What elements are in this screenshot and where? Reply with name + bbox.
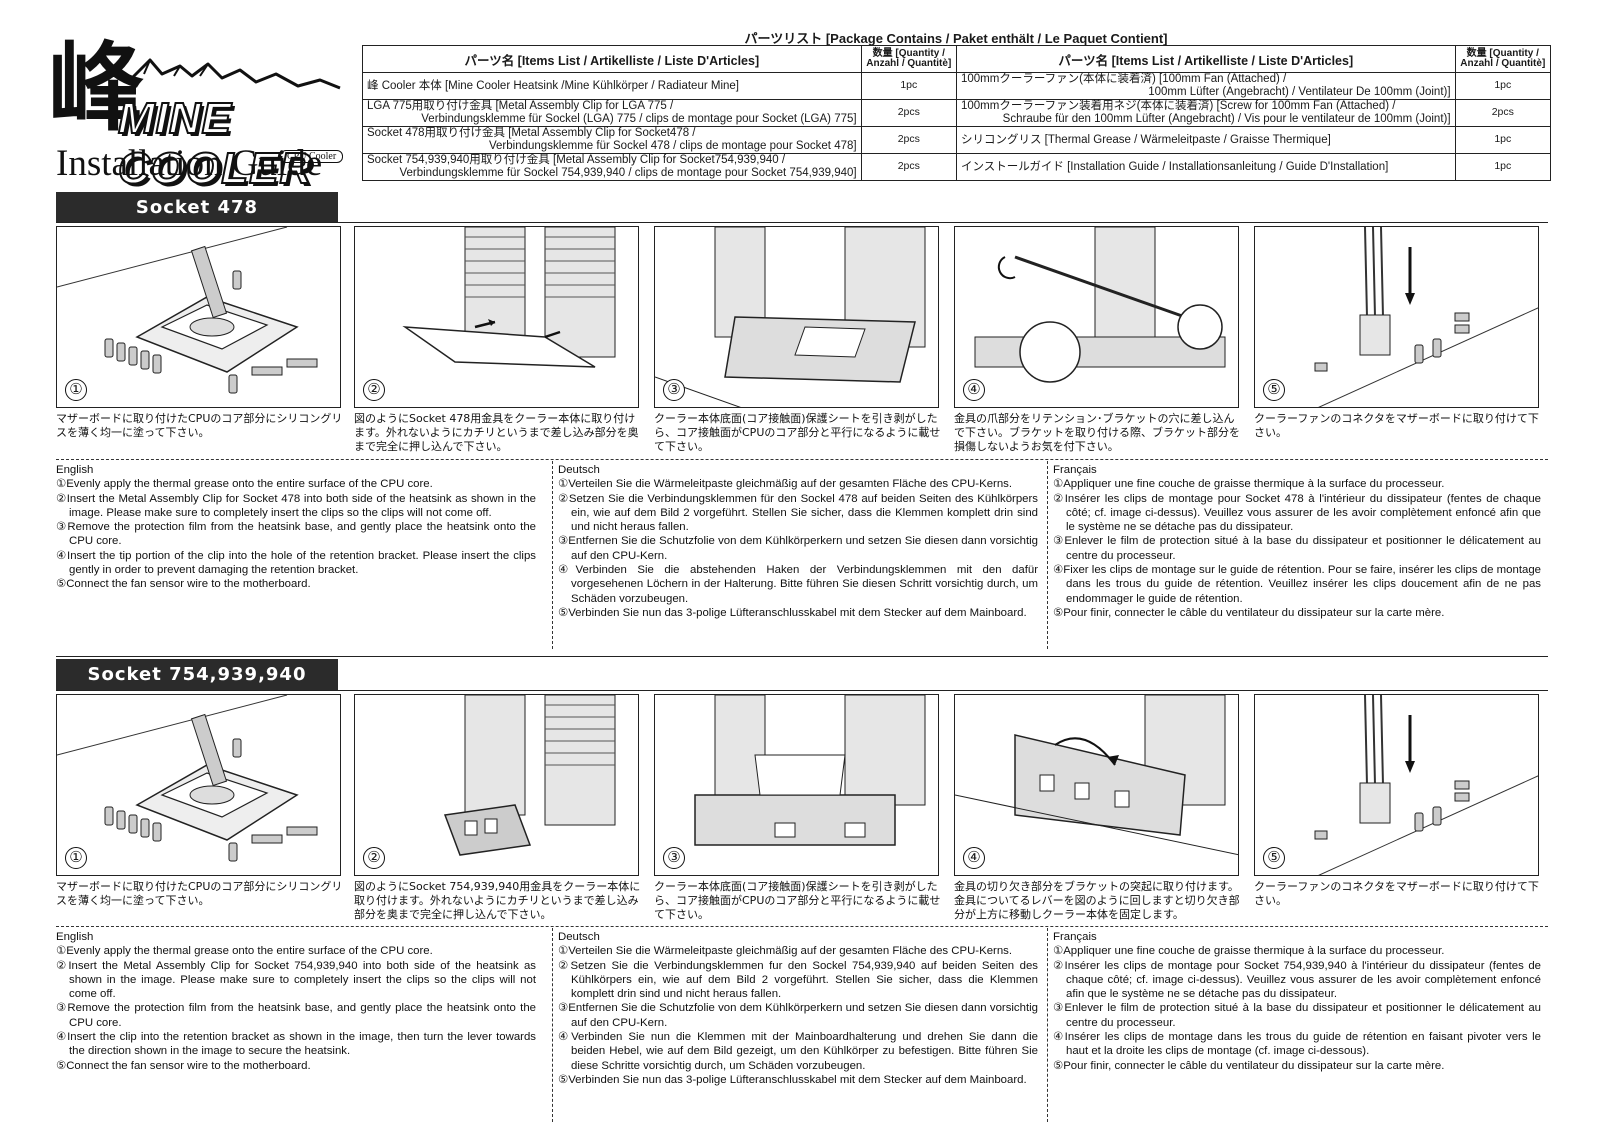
- part-qty: 2pcs: [1454, 99, 1552, 127]
- part-name: 100mmクーラーファン装着用ネジ(本体に装着済) [Screw for 100…: [955, 99, 1456, 127]
- fan-connector-icon: [1314, 695, 1538, 875]
- part-qty: 1pc: [1454, 72, 1552, 100]
- logo: 峰 MINE COOLER CPU Cooler: [40, 30, 350, 194]
- section-divider: [56, 656, 1548, 657]
- step-illustration-fan: ⑤: [1254, 694, 1539, 876]
- step-caption-jp: マザーボードに取り付けたCPUのコア部分にシリコングリスを薄く均一に塗って下さい…: [56, 880, 343, 907]
- heatsink-place-icon: [694, 695, 926, 846]
- page-title: Installation Guide: [56, 143, 323, 184]
- step-caption-jp: クーラーファンのコネクタをマザーボードに取り付けて下さい。: [1254, 412, 1539, 439]
- dashed-divider: [56, 926, 1548, 927]
- part-qty: 2pcs: [860, 126, 957, 154]
- step-number: ①: [65, 379, 87, 401]
- parts-table-header: パーツ名 [Items List / Artikelliste / Liste …: [362, 45, 1552, 73]
- part-qty: 2pcs: [860, 99, 957, 127]
- heatsink-clip-icon: [443, 695, 616, 856]
- step-caption-jp: 金具の爪部分をリテンション･ブラケットの穴に差し込んで下さい。ブラケットを取り付…: [954, 412, 1240, 453]
- step-illustration-clip: ②: [354, 226, 639, 408]
- section-divider: [56, 690, 1548, 691]
- step-caption-jp: クーラー本体底面(コア接触面)保護シートを引き剥がしたら、コア接触面がCPUのコ…: [654, 880, 941, 921]
- step-caption-jp: クーラー本体底面(コア接触面)保護シートを引き剥がしたら、コア接触面がCPUのコ…: [654, 412, 941, 453]
- dashed-divider: [552, 928, 553, 1122]
- part-name: Socket 754,939,940用取り付け金具 [Metal Assembl…: [362, 153, 862, 181]
- step-number: ②: [363, 379, 385, 401]
- parts-table: パーツ名 [Items List / Artikelliste / Liste …: [362, 45, 1552, 181]
- step-number: ③: [663, 379, 685, 401]
- cpu-grease-icon: [57, 227, 318, 394]
- step-caption-jp: マザーボードに取り付けたCPUのコア部分にシリコングリスを薄く均一に塗って下さい…: [56, 412, 343, 439]
- step-caption-jp: クーラーファンのコネクタをマザーボードに取り付けて下さい。: [1254, 880, 1539, 907]
- step-illustration-grease: ①: [56, 226, 341, 408]
- table-row: LGA 775用取り付け金具 [Metal Assembly Clip for …: [362, 99, 1552, 127]
- dashed-divider: [56, 459, 1548, 460]
- column-header-items: パーツ名 [Items List / Artikelliste / Liste …: [362, 45, 862, 73]
- logo-wordmark: MINE COOLER: [117, 93, 313, 194]
- instructions-deutsch: Deutsch ①Verteilen Sie die Wärmeleitpast…: [558, 931, 1038, 1086]
- instructions-francais: Français ①Appliquer une fine couche de g…: [1053, 931, 1541, 1072]
- dashed-divider: [1047, 928, 1048, 1122]
- cpu-grease-icon: [57, 695, 318, 862]
- step-illustration-place: ③: [654, 694, 939, 876]
- retention-bracket-icon: [974, 227, 1226, 383]
- step-number: ④: [963, 847, 985, 869]
- part-name: シリコングリス [Thermal Grease / Wärmeleitpaste…: [955, 126, 1456, 154]
- mountain-logo-icon: [99, 58, 341, 90]
- step-caption-jp: 図のようにSocket 478用金具をクーラー本体に取り付けます。外れないように…: [354, 412, 639, 453]
- step-number: ④: [963, 379, 985, 401]
- table-row: Socket 754,939,940用取り付け金具 [Metal Assembl…: [362, 153, 1552, 181]
- heatsink-place-icon: [655, 227, 926, 407]
- instructions-deutsch: Deutsch ①Verteilen Sie die Wärmeleitpast…: [558, 464, 1038, 619]
- column-header-qty: 数量 [Quantity /Anzahl / Quantitè]: [1454, 45, 1552, 73]
- part-qty: 1pc: [1454, 126, 1552, 154]
- column-header-qty: 数量 [Quantity /Anzahl / Quantitè]: [860, 45, 957, 73]
- step-number: ⑤: [1263, 379, 1285, 401]
- part-qty: 1pc: [1454, 153, 1552, 181]
- step-illustration-clip: ②: [354, 694, 639, 876]
- part-name: 峰 Cooler 本体 [Mine Cooler Heatsink /Mine …: [362, 72, 862, 100]
- part-qty: 1pc: [860, 72, 957, 100]
- column-header-items: パーツ名 [Items List / Artikelliste / Liste …: [955, 45, 1456, 73]
- part-name: 100mmクーラーファン(本体に装着済) [100mm Fan (Attache…: [955, 72, 1456, 100]
- step-illustration-fan: ⑤: [1254, 226, 1539, 408]
- part-name: インストールガイド [Installation Guide / Installa…: [955, 153, 1456, 181]
- retention-lever-icon: [955, 695, 1238, 856]
- step-number: ③: [663, 847, 685, 869]
- section-header-socket-478: Socket 478: [56, 192, 338, 223]
- step-caption-jp: 図のようにSocket 754,939,940用金具をクーラー本体に取り付けます…: [354, 880, 641, 921]
- table-row: 峰 Cooler 本体 [Mine Cooler Heatsink /Mine …: [362, 72, 1552, 100]
- parts-list-heading: パーツリスト [Package Contains / Paket enthält…: [744, 31, 1168, 46]
- instructions-english: English ①Evenly apply the thermal grease…: [56, 464, 536, 591]
- section-header-socket-754-939-940: Socket 754,939,940: [56, 659, 338, 690]
- instructions-francais: Français ①Appliquer une fine couche de g…: [1053, 464, 1541, 619]
- step-caption-jp: 金具の切り欠き部分をブラケットの突起に取り付けます。金具についてるレバーを図のよ…: [954, 880, 1240, 921]
- dashed-divider: [552, 461, 553, 649]
- logo-subtitle: CPU Cooler: [280, 150, 344, 163]
- step-illustration-attach: ④: [954, 694, 1239, 876]
- fan-connector-icon: [1314, 227, 1538, 407]
- logo-kanji: 峰: [48, 31, 144, 144]
- heatsink-clip-icon: [402, 227, 616, 368]
- step-illustration-attach: ④: [954, 226, 1239, 408]
- part-qty: 2pcs: [860, 153, 957, 181]
- part-name: LGA 775用取り付け金具 [Metal Assembly Clip for …: [362, 99, 862, 127]
- section-divider: [56, 222, 1548, 223]
- step-illustration-grease: ①: [56, 694, 341, 876]
- step-number: ②: [363, 847, 385, 869]
- part-name: Socket 478用取り付け金具 [Metal Assembly Clip f…: [362, 126, 862, 154]
- table-row: Socket 478用取り付け金具 [Metal Assembly Clip f…: [362, 126, 1552, 154]
- dashed-divider: [1047, 461, 1048, 649]
- step-number: ①: [65, 847, 87, 869]
- step-illustration-place: ③: [654, 226, 939, 408]
- instructions-english: English ①Evenly apply the thermal grease…: [56, 931, 536, 1072]
- step-number: ⑤: [1263, 847, 1285, 869]
